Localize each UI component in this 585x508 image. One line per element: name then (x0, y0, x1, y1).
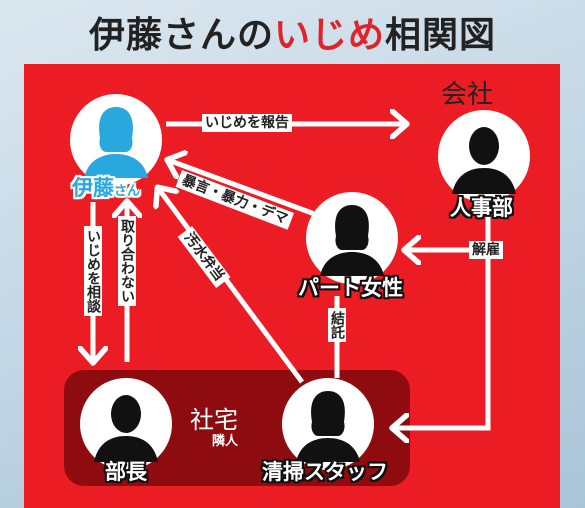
person-male-silhouette-icon (94, 395, 158, 462)
manager-label: 部長 (105, 460, 147, 484)
title-part1: 伊藤さんの (88, 15, 274, 56)
company-housing-label: 社宅 (190, 406, 238, 434)
cleaning-label: 清掃スタッフ (262, 460, 388, 484)
edge-label-collusion: 結託 (328, 308, 346, 342)
manager-avatar (80, 378, 172, 470)
arrow-abuse (168, 160, 321, 219)
title-part3: 相関図 (385, 15, 497, 56)
part-avatar (306, 192, 398, 284)
edge-label-report: いじめを報告 (202, 114, 292, 132)
company-label: 会社 (441, 80, 494, 110)
edge-label-consult: いじめを相談 (84, 226, 102, 316)
cleaning-avatar (282, 378, 374, 470)
title-part2: いじめ (273, 15, 385, 56)
ito-avatar (70, 94, 162, 186)
part-label: パート女性 (298, 276, 403, 300)
ito-label: 伊藤さん (72, 176, 141, 200)
hr-avatar (438, 110, 530, 202)
edge-label-dismissal: 解雇 (469, 241, 503, 259)
page-title: 伊藤さんのいじめ相関図 (0, 6, 585, 58)
hr-label: 人事部 (450, 196, 513, 220)
arrow-sewage (158, 188, 305, 384)
neighbors-label: 隣人 (212, 434, 239, 449)
person-female-silhouette-icon (296, 391, 360, 462)
edge-label-ignore: 取り合わない (118, 216, 136, 306)
person-male-silhouette-icon (452, 127, 516, 194)
person-female-silhouette-icon (320, 205, 384, 276)
arrow-dismissal-cleaning (393, 250, 491, 428)
person-female-blue-icon (84, 107, 148, 178)
